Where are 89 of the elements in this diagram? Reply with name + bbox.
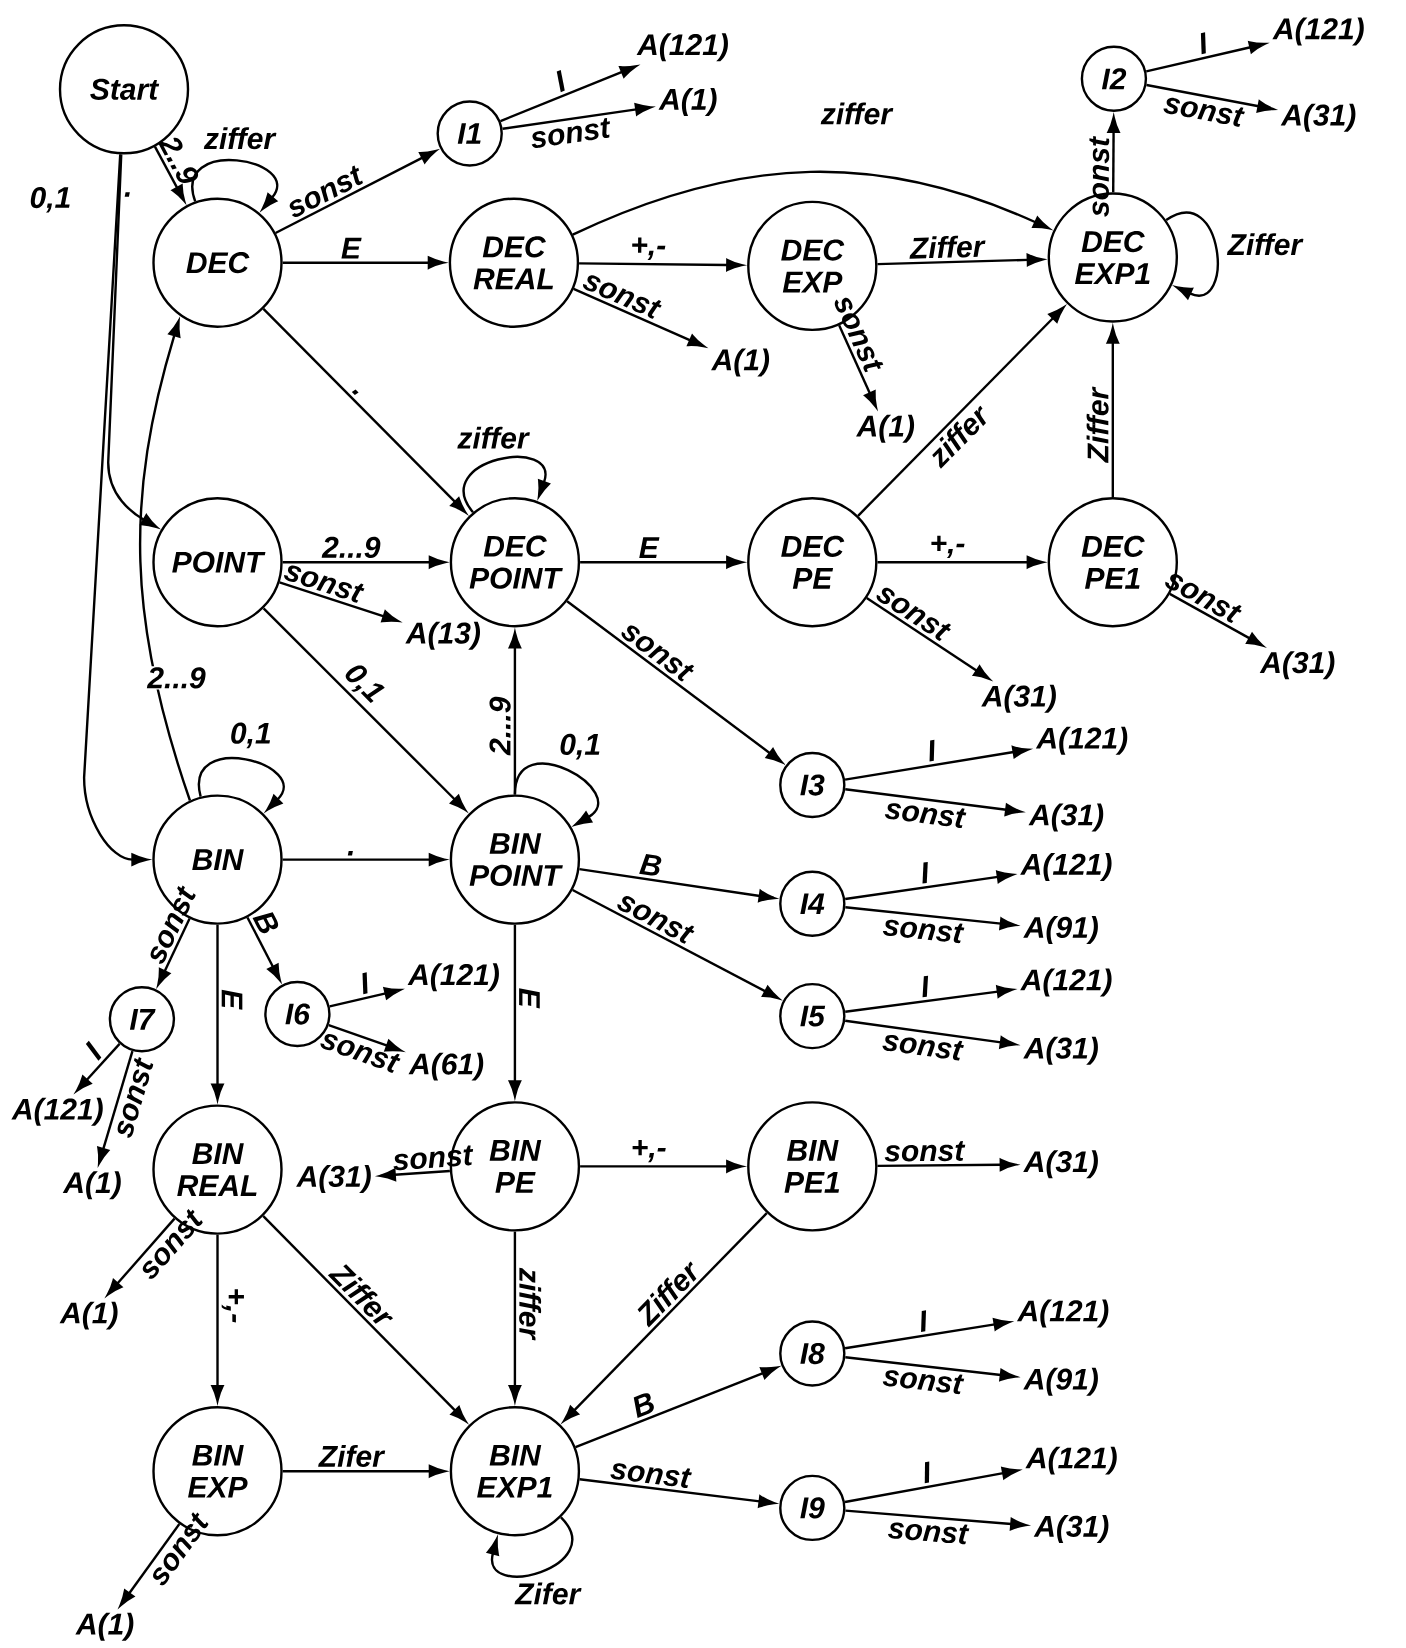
edge-label: Ziffer	[1086, 386, 1109, 464]
output-label: A(121)	[1020, 968, 1112, 997]
transition-arrow	[119, 1523, 181, 1607]
edge-label: sonst	[1165, 574, 1242, 624]
edge-label: sonst	[583, 275, 662, 319]
output-label: A(121)	[1035, 726, 1128, 755]
edge-label: Ziffer	[1226, 233, 1304, 256]
edge-label: I	[922, 975, 929, 998]
edge-label: I	[922, 861, 928, 884]
edge-label: 0,1	[560, 733, 600, 760]
loop-arrow	[462, 456, 550, 513]
edge-label: +,-	[221, 1289, 244, 1323]
output-label: A(31)	[1023, 1036, 1098, 1065]
transition-arrow	[572, 170, 1050, 236]
output-label: A(1)	[856, 414, 915, 443]
loop-arrow	[191, 159, 278, 210]
output-label: A(121)	[1020, 852, 1112, 881]
transition-arrow	[566, 600, 783, 763]
output-label: A(121)	[1272, 17, 1364, 46]
edge-label: 0,1	[28, 185, 73, 214]
loop-arrow	[197, 757, 285, 811]
transition-arrow	[579, 1478, 776, 1508]
edge-label: ziffer	[519, 1267, 542, 1341]
edge-label: 0,1	[345, 665, 385, 703]
edge-label: sonst	[882, 1034, 964, 1061]
edge-label: sonst	[610, 1463, 692, 1488]
transition-arrow	[575, 1366, 778, 1449]
output-label: A(1)	[62, 1171, 121, 1200]
transition-arrow	[153, 146, 186, 202]
transition-arrow	[262, 607, 467, 811]
output-label: A(1)	[658, 87, 717, 116]
output-label: A(31)	[1028, 803, 1104, 832]
output-label: A(31)	[296, 1165, 371, 1193]
edge-label: ziffer	[203, 127, 277, 150]
transition-arrow	[262, 1215, 467, 1423]
output-label: A(31)	[1259, 651, 1335, 680]
edge-label: E	[221, 989, 243, 1010]
edge-label: sonst	[117, 1056, 154, 1138]
loop-arrow	[513, 762, 600, 826]
edge-label: ziffer	[819, 101, 894, 126]
edge-label: B	[633, 1393, 654, 1419]
loop-arrow	[1165, 211, 1219, 300]
edge-label: E	[639, 537, 660, 558]
edge-label: 0,1	[231, 722, 271, 749]
transition-arrow	[275, 149, 437, 235]
transition-arrow	[857, 306, 1065, 517]
output-label: A(121)	[1025, 1446, 1117, 1475]
transition-arrow	[1169, 592, 1264, 647]
edge-label: 2..9	[158, 137, 199, 183]
edge-label: E	[341, 237, 362, 259]
edge-label: I	[1200, 32, 1206, 55]
output-label: A(31)	[981, 684, 1056, 713]
output-label: A(31)	[1033, 1514, 1109, 1543]
transition-arrow	[97, 1050, 134, 1165]
output-label: A(61)	[408, 1052, 484, 1081]
edge-label: ziffer	[457, 426, 530, 449]
output-label: A(1)	[75, 1612, 134, 1641]
edge-label: +,-	[632, 237, 666, 260]
edge-label: sonst	[284, 565, 365, 603]
output-label: A(31)	[1023, 1150, 1098, 1179]
edge-label: sonst	[393, 1145, 474, 1171]
edge-label: sonst	[884, 1141, 966, 1162]
edge-label: .	[351, 389, 359, 396]
loop-arrow	[486, 1516, 574, 1578]
transition-arrow	[106, 1217, 176, 1296]
edge-label: sonst	[882, 1370, 965, 1395]
output-label: A(91)	[1023, 1367, 1098, 1396]
edge-label: Zifer	[514, 1582, 582, 1605]
edge-label: +,-	[632, 1139, 666, 1163]
transition-arrow	[262, 308, 467, 514]
output-label: A(121)	[11, 1097, 103, 1126]
output-label: A(121)	[1016, 1299, 1109, 1328]
output-label: A(91)	[1023, 916, 1098, 944]
edge-label: sonst	[884, 803, 967, 829]
output-label: A(1)	[59, 1301, 118, 1330]
output-label: A(1)	[711, 348, 770, 377]
output-label: A(121)	[636, 33, 728, 62]
edge-label: +,-	[931, 535, 965, 558]
transition-arrow	[563, 1212, 768, 1422]
edge-label: 2...9	[321, 536, 381, 558]
edge-label: E	[519, 988, 540, 1009]
output-label: A(121)	[407, 963, 499, 992]
edge-label: sonst	[1089, 136, 1110, 217]
edge-label: 2...9	[489, 696, 511, 756]
edge-label: I	[556, 69, 565, 93]
edge-label: Zifer	[318, 1445, 386, 1467]
edge-label: I	[362, 972, 368, 995]
edge-label: Ziffer	[909, 235, 986, 259]
output-label: A(31)	[1280, 103, 1356, 132]
